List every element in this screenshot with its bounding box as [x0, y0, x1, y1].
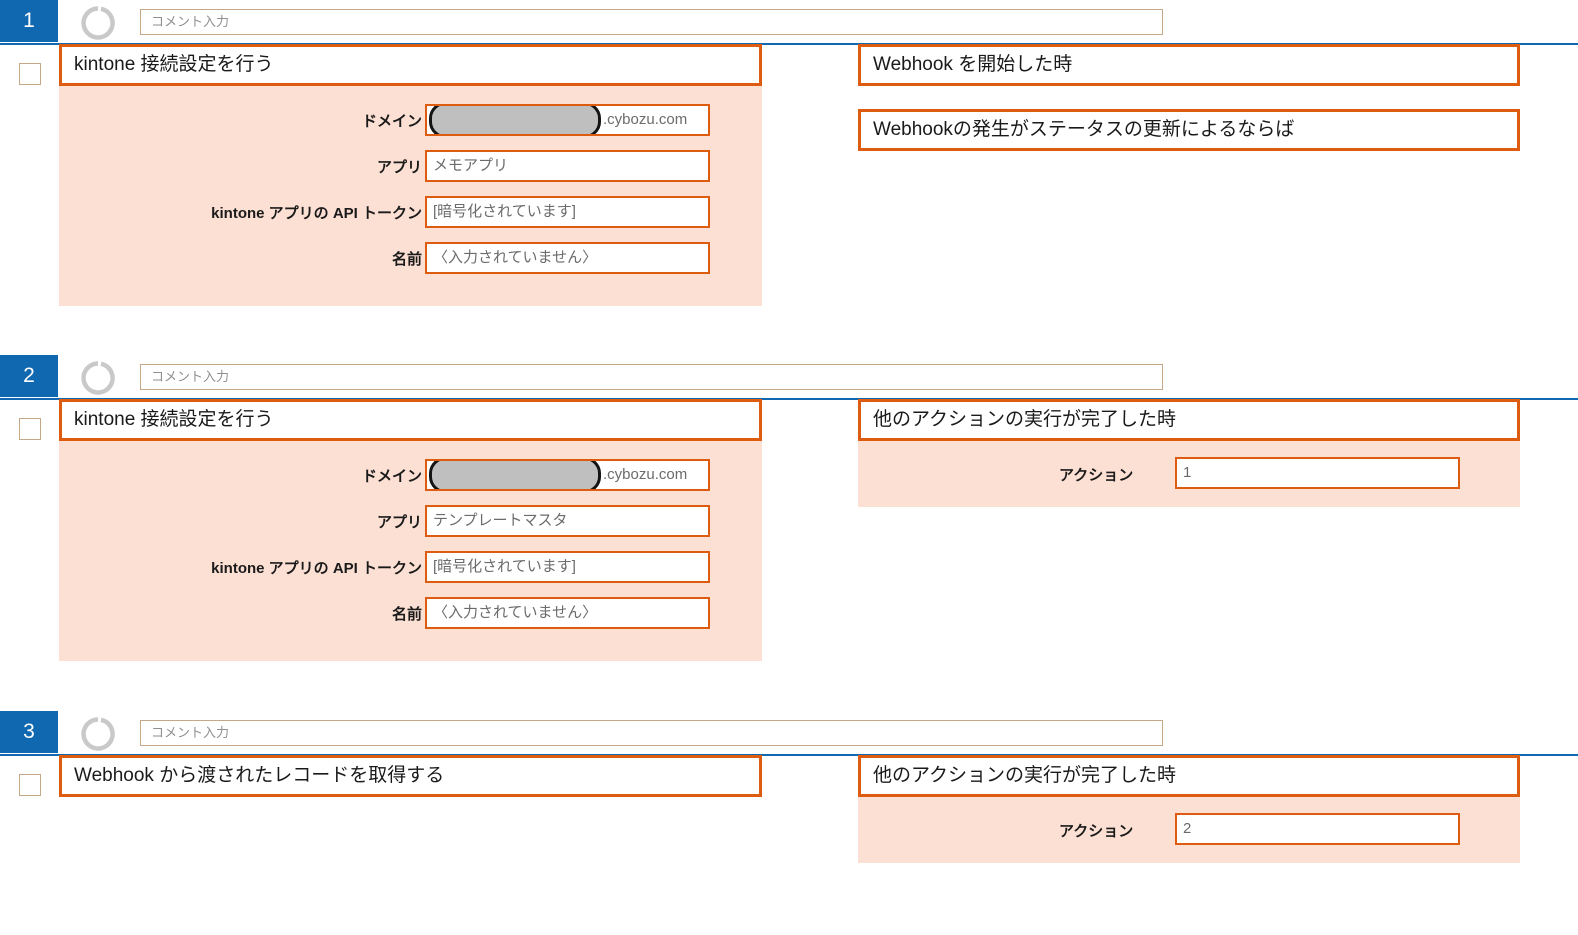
action-parameters-panel: ドメイン .cybozu.com アプリ メモアプリ kintone アプリの … [59, 86, 762, 306]
step-number-badge: 3 [0, 711, 58, 753]
param-input-domain[interactable]: .cybozu.com [425, 104, 710, 136]
param-row-app: アプリ メモアプリ [59, 148, 762, 194]
step-number-badge: 1 [0, 0, 58, 42]
param-input-api-token[interactable]: [暗号化されています] [425, 196, 710, 228]
step-body: kintone 接続設定を行う ドメイン .cybozu.com アプリ メモア… [0, 44, 1578, 344]
param-row-app: アプリ テンプレートマスタ [59, 503, 762, 549]
row-checkbox[interactable] [19, 418, 41, 440]
trigger-condition[interactable]: Webhookの発生がステータスの更新によるならば [858, 109, 1520, 151]
param-row-name: 名前 〈入力されていません〉 [59, 595, 762, 641]
trigger-parameters-panel: アクション 1 [858, 441, 1520, 507]
trigger-title[interactable]: 他のアクションの実行が完了した時 [858, 755, 1520, 797]
param-label-app: アプリ [376, 159, 422, 176]
spinner-ring-icon [79, 359, 117, 397]
workflow-step-1: 1 コメント入力 kintone 接続設定を行う ドメイン .cybozu.co… [0, 0, 1578, 344]
param-label-api-token: kintone アプリの API トークン [211, 205, 422, 222]
trigger-param-label-action: アクション [1059, 467, 1134, 484]
comment-input[interactable]: コメント入力 [140, 9, 1163, 35]
spinner-ring-icon [79, 4, 117, 42]
param-label-name: 名前 [391, 606, 422, 623]
param-row-domain: ドメイン .cybozu.com [59, 457, 762, 503]
trigger-param-input-action[interactable]: 1 [1175, 457, 1460, 489]
trigger-column: Webhook を開始した時 Webhookの発生がステータスの更新によるならば [858, 44, 1520, 151]
action-title[interactable]: kintone 接続設定を行う [59, 44, 762, 86]
trigger-parameters-panel: アクション 2 [858, 797, 1520, 863]
param-input-app[interactable]: テンプレートマスタ [425, 505, 710, 537]
header-divider [0, 398, 1578, 400]
param-label-domain: ドメイン [361, 468, 422, 485]
param-row-domain: ドメイン .cybozu.com [59, 102, 762, 148]
trigger-param-row-action: アクション 2 [858, 813, 1520, 847]
param-input-api-token[interactable]: [暗号化されています] [425, 551, 710, 583]
param-row-name: 名前 〈入力されていません〉 [59, 240, 762, 286]
action-column: kintone 接続設定を行う ドメイン .cybozu.com アプリ メモア… [59, 44, 762, 306]
param-label-domain: ドメイン [361, 113, 422, 130]
step-header: 2 コメント入力 [0, 355, 1578, 400]
param-row-api-token: kintone アプリの API トークン [暗号化されています] [59, 549, 762, 595]
action-column: kintone 接続設定を行う ドメイン .cybozu.com アプリ テンプ… [59, 399, 762, 661]
step-number-badge: 2 [0, 355, 58, 397]
header-divider [0, 754, 1578, 756]
trigger-title[interactable]: Webhook を開始した時 [858, 44, 1520, 86]
param-input-name[interactable]: 〈入力されていません〉 [425, 597, 710, 629]
trigger-column: 他のアクションの実行が完了した時 アクション 2 [858, 755, 1520, 863]
action-column: Webhook から渡されたレコードを取得する [59, 755, 762, 797]
comment-input[interactable]: コメント入力 [140, 720, 1163, 746]
step-body: Webhook から渡されたレコードを取得する 他のアクションの実行が完了した時… [0, 755, 1578, 935]
param-input-domain[interactable]: .cybozu.com [425, 459, 710, 491]
param-row-api-token: kintone アプリの API トークン [暗号化されています] [59, 194, 762, 240]
workflow-step-3: 3 コメント入力 Webhook から渡されたレコードを取得する 他のアクション… [0, 711, 1578, 935]
trigger-param-input-action[interactable]: 2 [1175, 813, 1460, 845]
param-label-name: 名前 [391, 251, 422, 268]
redaction-mask [429, 106, 601, 134]
param-input-app[interactable]: メモアプリ [425, 150, 710, 182]
param-input-name[interactable]: 〈入力されていません〉 [425, 242, 710, 274]
header-divider [0, 43, 1578, 45]
workflow-step-2: 2 コメント入力 kintone 接続設定を行う ドメイン .cybozu.co… [0, 355, 1578, 699]
action-title[interactable]: kintone 接続設定を行う [59, 399, 762, 441]
row-checkbox[interactable] [19, 63, 41, 85]
step-header: 3 コメント入力 [0, 711, 1578, 756]
trigger-param-label-action: アクション [1059, 823, 1134, 840]
action-parameters-panel: ドメイン .cybozu.com アプリ テンプレートマスタ kintone ア… [59, 441, 762, 661]
row-checkbox[interactable] [19, 774, 41, 796]
action-title[interactable]: Webhook から渡されたレコードを取得する [59, 755, 762, 797]
step-body: kintone 接続設定を行う ドメイン .cybozu.com アプリ テンプ… [0, 399, 1578, 699]
redaction-mask [429, 461, 601, 489]
param-label-api-token: kintone アプリの API トークン [211, 560, 422, 577]
trigger-param-row-action: アクション 1 [858, 457, 1520, 491]
trigger-title[interactable]: 他のアクションの実行が完了した時 [858, 399, 1520, 441]
trigger-column: 他のアクションの実行が完了した時 アクション 1 [858, 399, 1520, 507]
spinner-ring-icon [79, 715, 117, 753]
comment-input[interactable]: コメント入力 [140, 364, 1163, 390]
param-label-app: アプリ [376, 514, 422, 531]
step-header: 1 コメント入力 [0, 0, 1578, 45]
